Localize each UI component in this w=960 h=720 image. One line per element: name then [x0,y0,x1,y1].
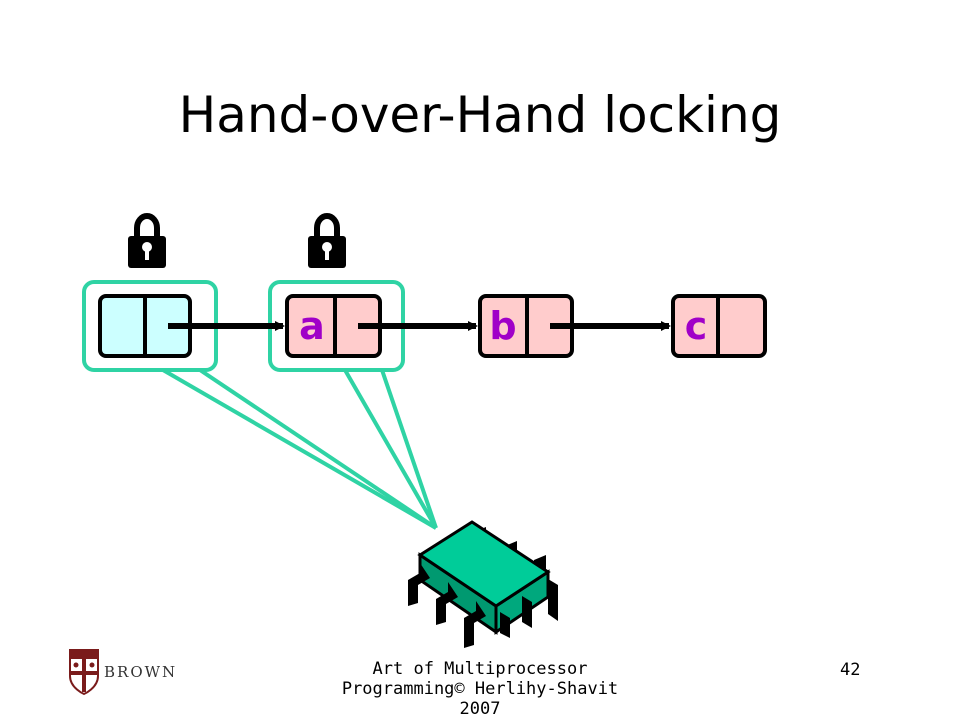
brown-logo: BROWN [69,649,177,696]
page-number: 42 [840,660,861,680]
padlock-icon [128,213,166,268]
slide-title: Hand-over-Hand locking [178,86,782,144]
thread-line [380,369,438,529]
brand-text: BROWN [104,663,177,681]
padlock-icon [308,213,346,268]
list-node-a: a [285,294,382,358]
footer-citation: Art of Multiprocessor Programming© Herli… [341,659,619,719]
node-label-c: c [685,304,708,348]
node-label-b: b [489,304,516,348]
thread-line [161,368,438,530]
thread-line [343,369,438,529]
thread-lines [161,368,438,530]
brown-crest-icon [69,649,99,696]
node-label-a: a [299,304,325,348]
thread-line [198,368,438,530]
list-node-c: c [671,294,767,358]
list-node-b: b [478,294,574,358]
cpu-chip-icon [408,520,558,648]
